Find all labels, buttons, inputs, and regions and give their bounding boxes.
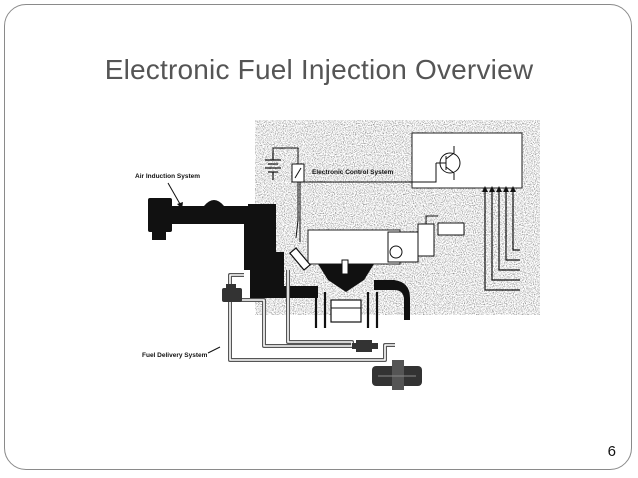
cylinder-block — [314, 292, 379, 328]
switch-wire — [295, 182, 299, 239]
distributor — [387, 222, 465, 263]
intake-manifold — [244, 204, 318, 298]
electronic-control-label: Electronic Control System — [312, 169, 393, 176]
fuel-filter — [352, 340, 378, 352]
injector — [289, 247, 311, 271]
sensor-input-wires — [484, 188, 520, 291]
piston — [330, 299, 362, 323]
pressure-regulator — [222, 284, 242, 302]
fuel-pump — [372, 360, 422, 390]
battery-icon — [265, 152, 281, 180]
distributor-wire — [425, 215, 438, 224]
exhaust-manifold — [374, 280, 410, 320]
air-induction-pointer — [167, 182, 181, 205]
ecu-box — [411, 132, 523, 189]
fuel-delivery-label: Fuel Delivery System — [142, 352, 208, 359]
air-induction-label: Air Induction System — [135, 173, 200, 180]
spark-plug — [341, 259, 349, 275]
air-cleaner — [148, 198, 248, 240]
efi-diagram: Air Induction System Electronic Control … — [135, 120, 540, 390]
slide-title: Electronic Fuel Injection Overview — [104, 54, 534, 85]
fuel-delivery-pointer — [207, 346, 221, 354]
transistor-icon — [436, 146, 461, 180]
sensor-arrow-icons — [482, 186, 516, 192]
battery-wire — [272, 147, 299, 164]
cylinder-head — [318, 264, 374, 292]
ecu-output-wire — [299, 163, 437, 242]
slide-number: 6 — [607, 443, 616, 460]
engine-head — [307, 229, 401, 265]
